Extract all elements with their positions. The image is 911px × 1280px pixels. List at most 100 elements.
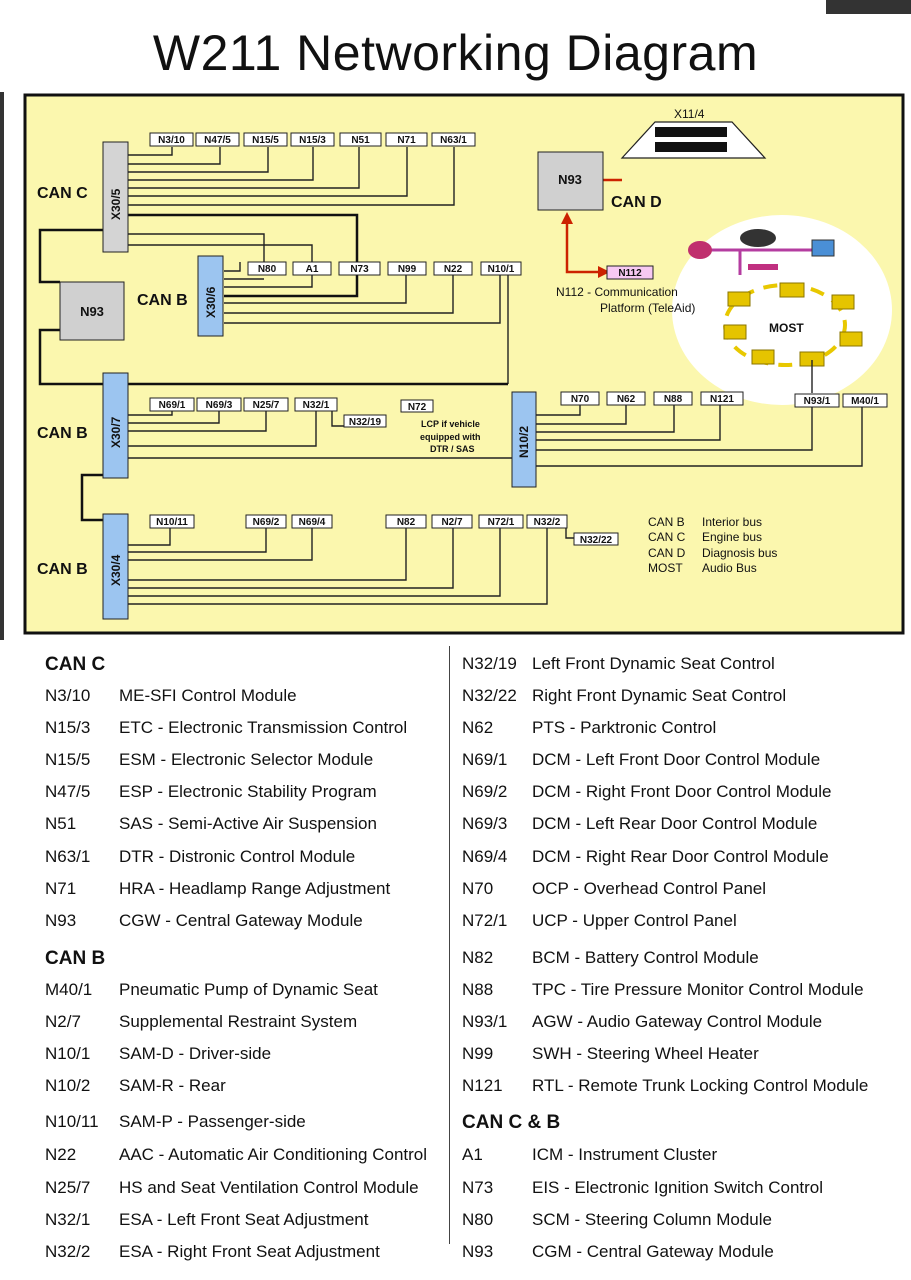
legend-description: TPC - Tire Pressure Monitor Control Modu… [532,980,864,999]
bus-label-can-c: CAN C [37,185,88,202]
module-label-n80: N80 [258,264,277,275]
legend-description: CGM - Central Gateway Module [532,1242,774,1261]
legend-description: ESP - Electronic Stability Program [119,782,377,801]
legend-description: CGW - Central Gateway Module [119,911,363,930]
legend-code: N63/1 [45,847,91,866]
legend-code: N51 [45,814,77,833]
module-box-n63-1 [431,132,476,147]
legend-code: N69/1 [462,750,508,769]
legend-code: N47/5 [45,782,91,801]
module-label-n93-1: N93/1 [804,396,831,407]
x30-4-label: X30/4 [109,554,123,586]
legend-code: N88 [462,980,494,999]
module-label-n121: N121 [710,394,734,405]
x30-6-label: X30/6 [204,286,218,318]
legend-section-header: CAN C & B [462,1112,561,1133]
x30-7-wiring [81,411,513,521]
legend-code: N32/2 [45,1242,91,1261]
n32-22-label: N32/22 [580,535,613,546]
legend-code: N70 [462,879,494,898]
legend-code: N10/2 [45,1076,91,1095]
module-box-n25-7 [243,397,289,412]
module-box-n3-10 [149,132,194,147]
most-ring-cloud [672,215,892,405]
module-label-n69-2: N69/2 [253,517,280,528]
module-label-n15-5: N15/5 [252,135,279,146]
legend-description: Right Front Dynamic Seat Control [532,686,787,705]
n32-19-label: N32/19 [349,417,382,428]
legend-description: OCP - Overhead Control Panel [532,879,767,898]
module-box-n15-3 [290,132,335,147]
bus-label-most: MOST [769,321,804,335]
legend-code: N2/7 [45,1012,81,1031]
lcp-note-3: DTR / SAS [430,444,475,454]
module-label-n51: N51 [351,135,370,146]
legend-code: N80 [462,1210,494,1229]
module-label-n63-1: N63/1 [440,135,467,146]
legend-code: N32/22 [462,686,517,705]
n32-19-box [343,414,387,428]
n112-label: N112 [618,268,642,279]
top-right-status-bar [826,0,911,14]
module-label-n10-11: N10/11 [156,517,188,528]
legend-description: SAM-D - Driver-side [119,1044,272,1063]
module-box-n70 [560,391,600,406]
legend-code: N93 [462,1242,494,1261]
key-bus-0: CAN B [648,515,685,529]
bus-label-can-b-x30-4: CAN B [37,561,88,578]
n32-22-box [573,532,619,546]
legend-description: DCM - Left Front Door Control Module [532,750,821,769]
legend-code: N99 [462,1044,494,1063]
module-label-n2-7: N2/7 [441,517,463,528]
legend-code: N15/5 [45,750,91,769]
x30-4-star-point [102,513,129,620]
legend-code: N62 [462,718,494,737]
legend-description: BCM - Battery Control Module [532,948,759,967]
n93-left-box [59,281,125,341]
legend-code: N121 [462,1076,503,1095]
legend-description: Supplemental Restraint System [119,1012,358,1031]
legend-code: N82 [462,948,494,967]
can-d-arrow-up-icon [561,212,573,224]
legend-code: N69/2 [462,782,508,801]
x30-4-wiring [128,528,574,605]
legend-divider [449,646,450,1244]
legend-description: SCM - Steering Column Module [532,1210,772,1229]
legend-section-header: CAN C [45,654,106,675]
can-b-x30-6-wiring [128,233,509,384]
lcp-note-2: equipped with [420,432,481,442]
key-desc-2: Diagnosis bus [702,546,777,560]
bus-label-can-b-x30-6: CAN B [137,292,188,309]
legend-description: ICM - Instrument Cluster [532,1145,718,1164]
module-box-n99 [387,261,427,276]
legend-section-header: CAN B [45,948,106,969]
legend-description: AGW - Audio Gateway Control Module [532,1012,823,1031]
legend-description: DCM - Right Rear Door Control Module [532,847,829,866]
module-box-n10-1 [480,261,522,276]
key-bus-3: MOST [648,561,683,575]
can-d-arrow-right-icon [598,266,610,278]
module-box-n121 [700,391,744,406]
module-label-n22: N22 [444,264,463,275]
legend-description: PTS - Parktronic Control [532,718,717,737]
module-label-n71: N71 [397,135,416,146]
module-box-n15-5 [243,132,288,147]
module-box-n72-1 [478,514,524,529]
module-box-n69-3 [196,397,242,412]
legend-code: M40/1 [45,980,93,999]
module-label-n15-3: N15/3 [299,135,326,146]
n72-box [400,399,434,413]
n112-caption-2: Platform (TeleAid) [600,301,695,315]
legend-description: HS and Seat Ventilation Control Module [119,1178,419,1197]
module-box-n69-1 [149,397,195,412]
module-label-m40-1: M40/1 [851,396,879,407]
legend-code: N69/4 [462,847,508,866]
legend-code: A1 [462,1145,483,1164]
legend-description: ME-SFI Control Module [119,686,297,705]
module-box-n32-1 [294,397,338,412]
